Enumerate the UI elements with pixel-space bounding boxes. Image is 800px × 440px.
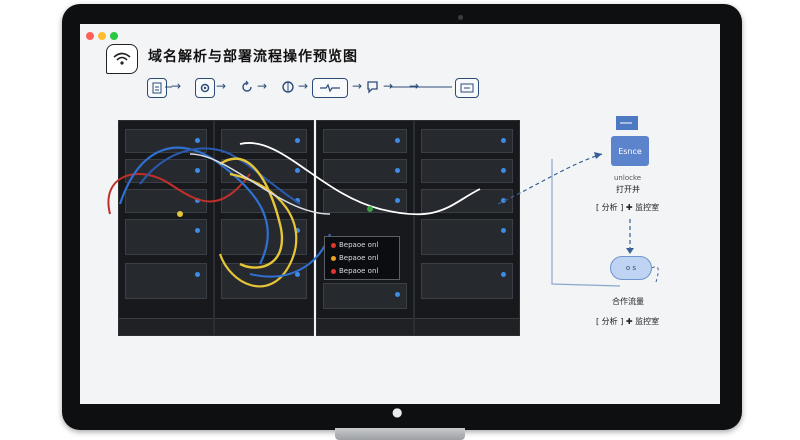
node-caption: 合作流量 — [612, 297, 644, 306]
server-unit — [221, 219, 307, 255]
server-unit — [221, 189, 307, 213]
server-unit — [125, 189, 207, 213]
server-rack — [214, 120, 314, 336]
chevron-right-icon: → — [257, 79, 268, 93]
status-text: Bepaoe onl — [339, 241, 379, 249]
chevron-right-icon: → — [171, 79, 182, 93]
node-label: Esnce — [618, 146, 642, 156]
chevron-right-icon: → — [409, 79, 420, 93]
server-unit — [125, 219, 207, 255]
server-unit — [421, 219, 513, 255]
close-window-button[interactable] — [86, 32, 94, 40]
page-title: 域名解析与部署流程操作预览图 — [148, 49, 358, 65]
minimize-window-button[interactable] — [98, 32, 106, 40]
maximize-window-button[interactable] — [110, 32, 118, 40]
network-icon[interactable] — [279, 78, 297, 96]
wifi-app-icon — [106, 44, 138, 74]
node-status: [ 分析 ] ✚ 监控室 — [596, 203, 660, 212]
server-unit — [323, 159, 407, 183]
server-unit — [323, 283, 407, 309]
server-rack — [316, 120, 414, 336]
server-unit — [323, 129, 407, 153]
status-dot — [331, 242, 336, 248]
node-label: o s — [625, 264, 637, 272]
chevron-right-icon: → — [352, 79, 363, 93]
server-unit — [221, 129, 307, 153]
server-unit — [125, 129, 207, 153]
esnce-node[interactable]: Esnce — [611, 136, 649, 166]
status-dot — [331, 255, 336, 261]
rack-base — [215, 318, 313, 335]
status-text: Bepaoe onl — [339, 267, 379, 275]
node-status: [ 分析 ] ✚ 监控室 — [596, 317, 660, 326]
chevron-right-icon: → — [298, 79, 309, 93]
chevron-right-icon: → — [383, 79, 394, 93]
server-unit — [221, 159, 307, 183]
gear-icon[interactable] — [195, 78, 215, 98]
server-rack — [414, 120, 520, 336]
server-unit — [323, 189, 407, 213]
status-line: Bepaoe onl — [331, 241, 378, 249]
doc-icon[interactable] — [147, 78, 167, 98]
rack-base — [415, 318, 519, 335]
chat-icon[interactable] — [364, 78, 382, 96]
refresh-icon[interactable] — [238, 78, 256, 96]
status-line: Bepaoe onl — [331, 267, 378, 275]
node-caption: unlocke — [614, 174, 642, 182]
server-unit — [421, 159, 513, 183]
rack-base — [119, 318, 213, 335]
status-dot — [331, 268, 336, 274]
server-unit — [421, 189, 513, 213]
status-text: Bepaoe onl — [339, 254, 379, 262]
status-panel: Bepaoe onl Bepaoe onl Bepaoe onl — [324, 236, 400, 280]
cloud-node[interactable]: o s — [610, 256, 652, 280]
server-unit — [221, 263, 307, 299]
pulse-icon[interactable] — [312, 78, 348, 98]
server-unit — [125, 159, 207, 183]
camera-dot — [458, 15, 463, 20]
chevron-right-icon: → — [216, 79, 227, 93]
server-unit — [421, 263, 513, 299]
status-line: Bepaoe onl — [331, 254, 378, 262]
screen: 域名解析与部署流程操作预览图 → → → → → → → — [80, 24, 720, 404]
terminal-icon[interactable] — [455, 78, 479, 98]
rack-base — [317, 318, 413, 335]
monitor-stand — [335, 428, 465, 440]
server-unit — [421, 129, 513, 153]
node-caption: 打开并 — [616, 185, 640, 194]
server-unit — [125, 263, 207, 299]
server-rack — [118, 120, 214, 336]
apple-logo-icon: ● — [392, 405, 403, 419]
